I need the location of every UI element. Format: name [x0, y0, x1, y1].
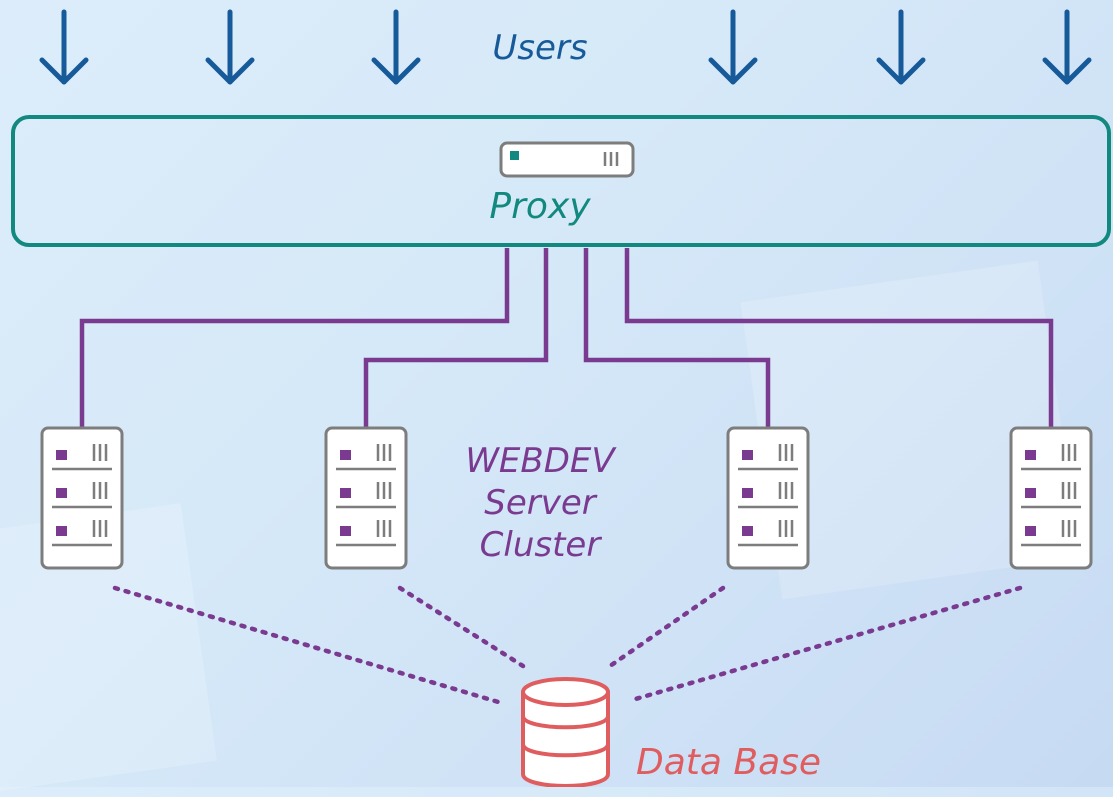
server-rack-icon	[40, 426, 124, 570]
arrow-down-icon	[708, 9, 758, 85]
cluster-label-line: WEBDEV	[465, 441, 615, 481]
link-line	[583, 248, 771, 432]
cluster-label: WEBDEV Server Cluster	[430, 440, 650, 566]
arrow-down-icon	[205, 9, 255, 85]
link-line	[624, 248, 1054, 432]
link-line	[363, 248, 549, 432]
db-link-line	[607, 585, 726, 669]
server-icon	[499, 141, 635, 178]
cluster-label-line: Server	[484, 483, 596, 523]
arrow-down-icon	[371, 9, 421, 85]
db-link-line	[397, 585, 526, 669]
db-link-line	[112, 585, 508, 707]
arrow-down-icon	[876, 9, 926, 85]
arrow-down-icon	[1042, 9, 1092, 85]
server-rack-icon	[1009, 426, 1093, 570]
link-line	[79, 248, 510, 432]
proxy-box	[11, 115, 1111, 247]
server-rack-icon	[726, 426, 810, 570]
server-rack-icon	[324, 426, 408, 570]
cluster-label-line: Cluster	[479, 525, 601, 565]
database-label: Data Base	[636, 742, 822, 783]
db-link-line	[629, 585, 1023, 703]
arrow-down-icon	[39, 9, 89, 85]
users-label: Users	[492, 28, 588, 68]
proxy-label: Proxy	[489, 186, 591, 227]
database-icon	[521, 677, 610, 787]
